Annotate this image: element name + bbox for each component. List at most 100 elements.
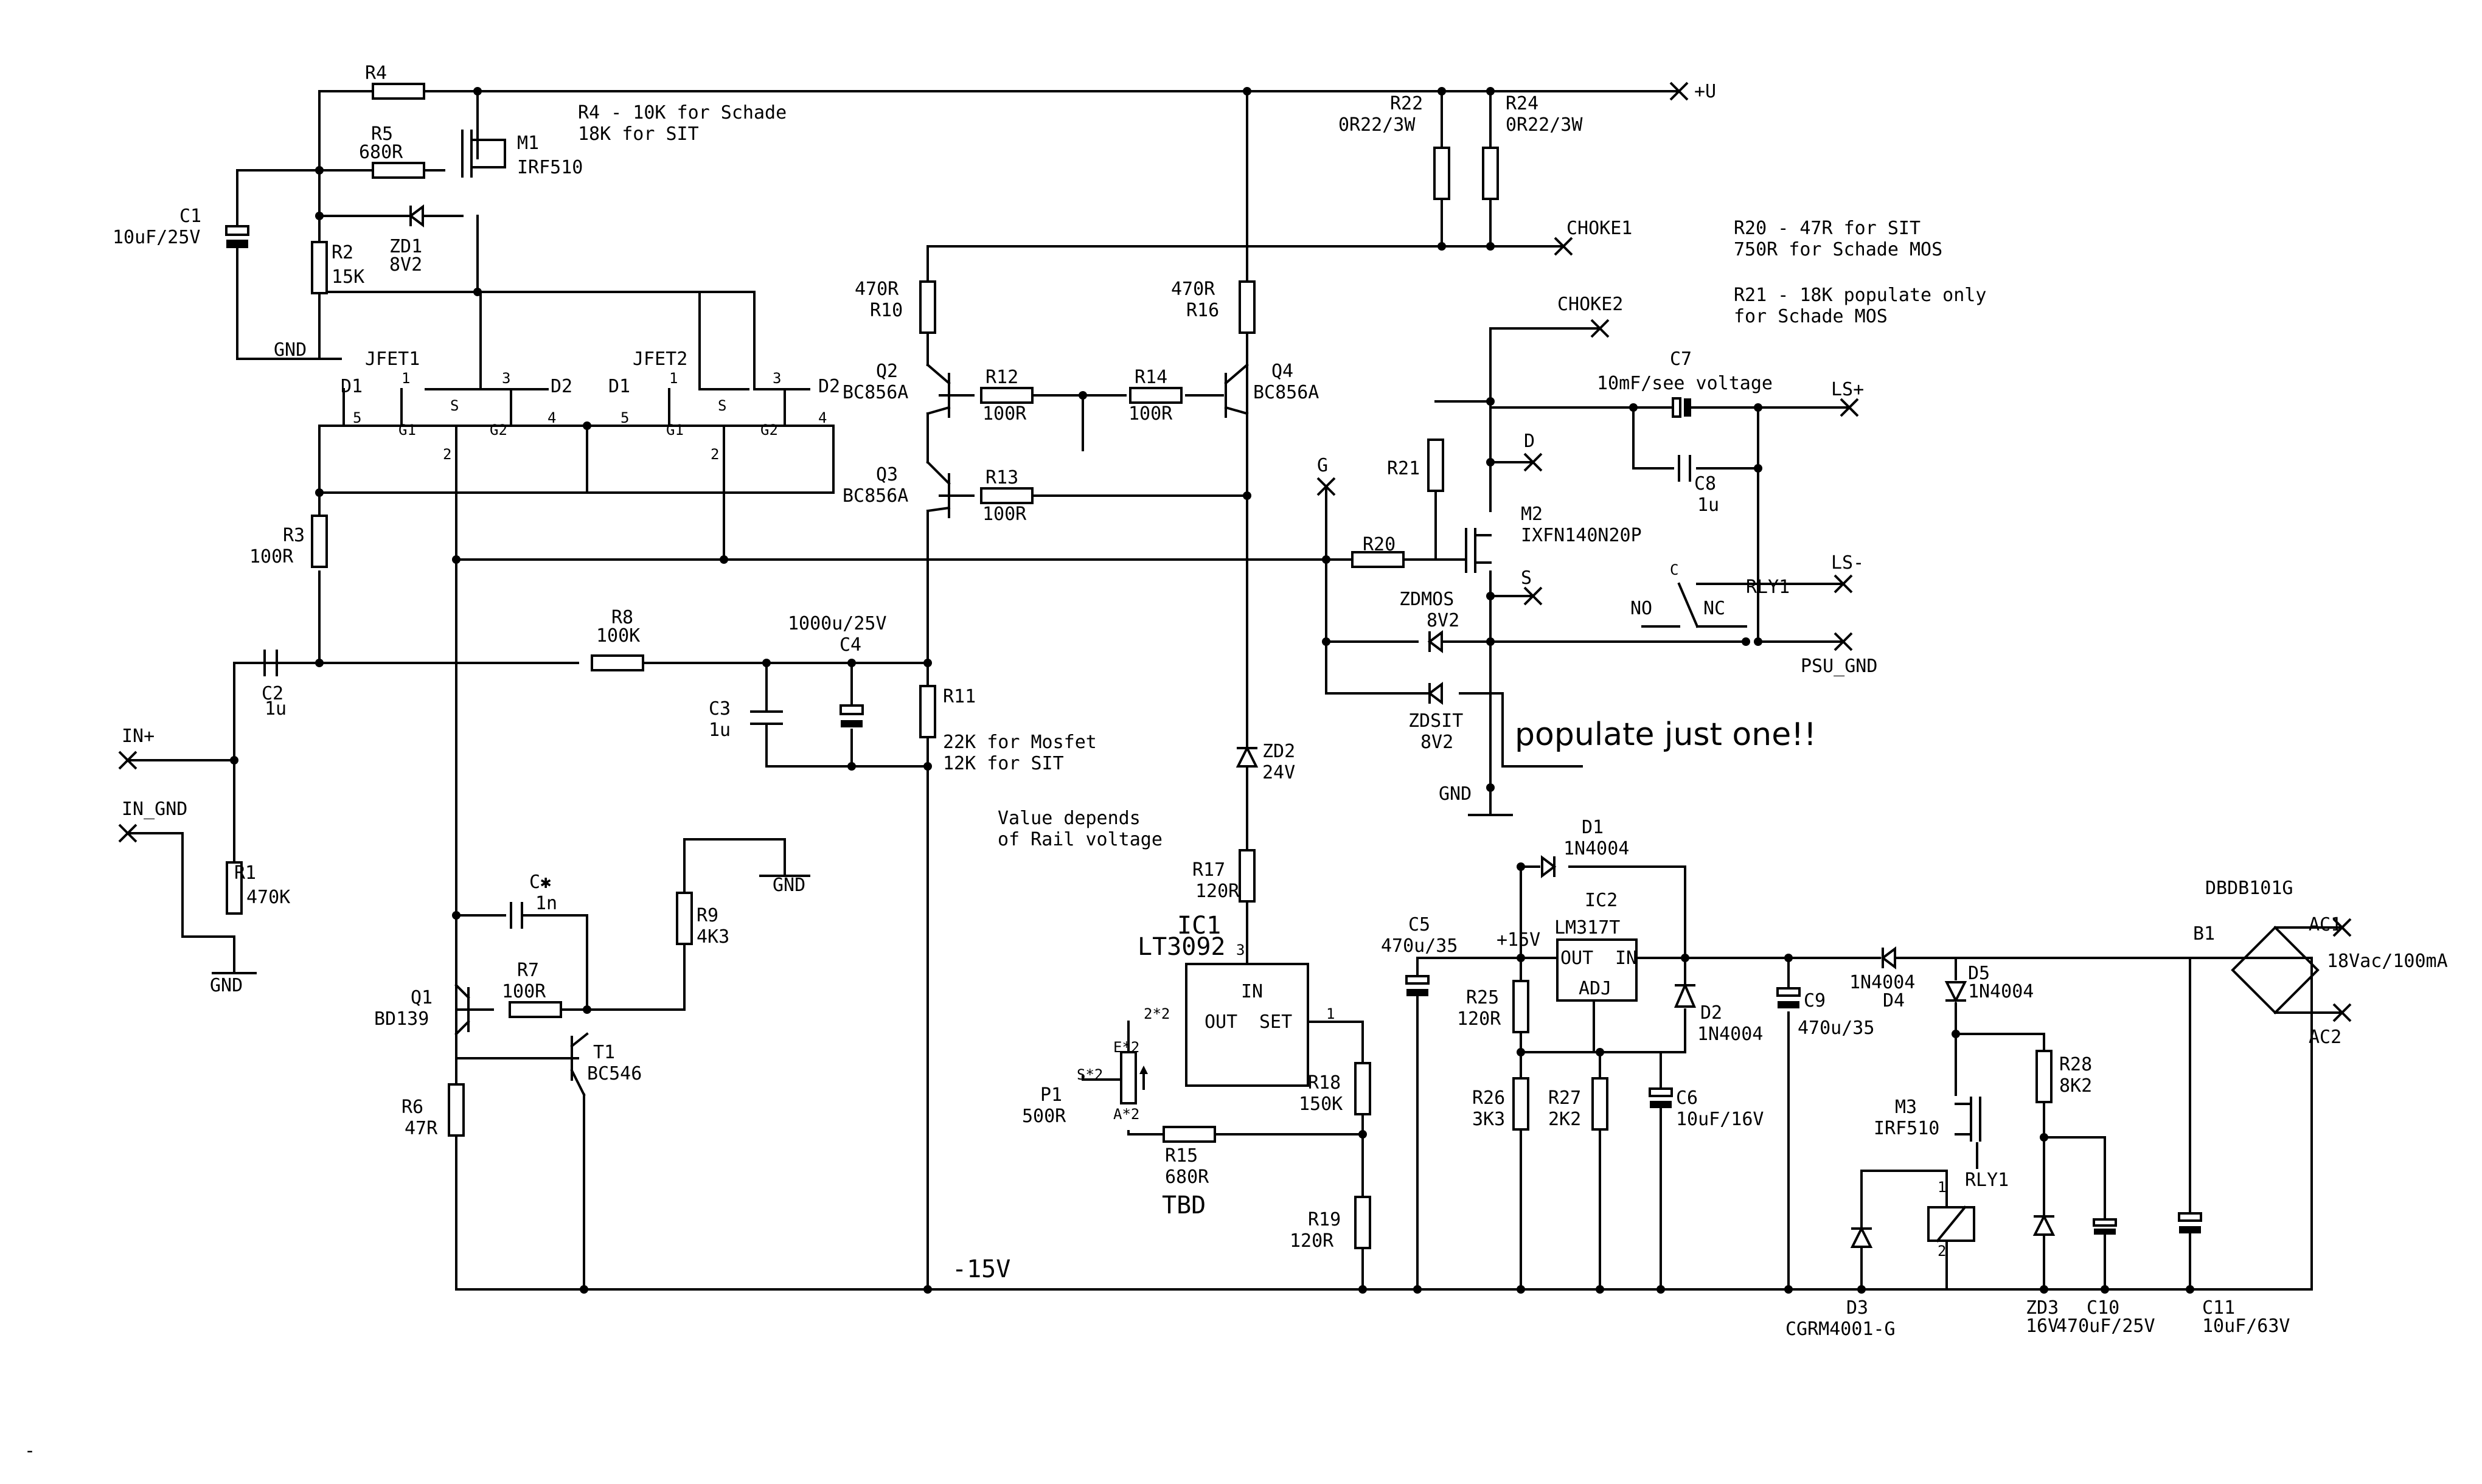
d3-body — [1850, 1226, 1873, 1254]
r3-body — [311, 515, 328, 568]
jfet1-ref: JFET1 — [365, 348, 420, 370]
gnd-label-2: GND — [210, 975, 243, 996]
c11-value: 10uF/63V — [2202, 1316, 2290, 1337]
in-plus-label: IN+ — [122, 726, 155, 747]
r19-body — [1354, 1196, 1371, 1249]
m1-ref: M1 — [517, 133, 539, 154]
c6-body — [1649, 1087, 1673, 1120]
r25-ref: R25 — [1466, 987, 1499, 1008]
jfet1-pin5: 5 — [353, 409, 361, 426]
m2-symbol — [1434, 528, 1492, 573]
minus15-label: -15V — [952, 1255, 1010, 1283]
r6-value: 47R — [405, 1118, 438, 1139]
r8-body — [591, 654, 644, 671]
t1-ref: T1 — [593, 1042, 615, 1063]
zd2-note-2: of Rail voltage — [998, 829, 1163, 850]
ls-minus-label: LS- — [1831, 552, 1864, 574]
q4-ref: Q4 — [1271, 361, 1293, 382]
c2-ref: C2 — [262, 683, 283, 704]
r22-value: 0R22/3W — [1338, 114, 1416, 136]
c3-value: 1u — [709, 719, 731, 741]
q2-value: BC856A — [843, 382, 908, 403]
r10-body — [919, 280, 936, 334]
zdsit-body — [1427, 682, 1443, 705]
jfet2-d1: D1 — [608, 376, 630, 397]
m3-symbol — [1955, 1097, 1981, 1142]
c3-body — [750, 662, 783, 768]
r9-body — [676, 892, 693, 945]
b1-ref: B1 — [2193, 923, 2215, 945]
r13-body — [980, 487, 1034, 504]
q1-symbol — [454, 983, 470, 1036]
c10-value: 470uF/25V — [2056, 1316, 2155, 1337]
r5-value: 680R — [359, 142, 403, 163]
jfet2-pin2: 2 — [711, 446, 719, 463]
p1-e-pin: E*2 — [1113, 1039, 1139, 1056]
q3-ref: Q3 — [876, 464, 898, 485]
r2-value: 15K — [332, 266, 364, 288]
d3-ref: D3 — [1846, 1297, 1868, 1319]
r3-value: 100R — [249, 546, 294, 567]
jfet2-pin1: 1 — [669, 370, 678, 387]
corner-dash: - — [24, 1440, 35, 1461]
r17-value: 120R — [1195, 881, 1240, 902]
jfet2-d2: D2 — [818, 376, 840, 397]
r18-value: 150K — [1299, 1094, 1343, 1115]
c5-ref: C5 — [1408, 914, 1430, 935]
r6-body — [448, 1083, 465, 1137]
ic2-ref: IC2 — [1585, 890, 1618, 911]
s-label: S — [1521, 567, 1532, 589]
r8-ref: R8 — [611, 607, 633, 628]
q1-value: BD139 — [374, 1008, 429, 1030]
d-label: D — [1524, 431, 1535, 452]
c7-ref: C7 — [1670, 348, 1692, 370]
ac1-label: AC1 — [2309, 914, 2341, 935]
c4-value: 1000u/25V — [788, 613, 887, 634]
r11-ref: R11 — [943, 686, 976, 707]
r4-note-2: 18K for SIT — [578, 123, 699, 145]
rly1-contact — [1641, 582, 1747, 628]
jfet2-pin5: 5 — [620, 409, 629, 426]
r13-ref: R13 — [985, 467, 1018, 488]
c7-body — [1672, 397, 1691, 418]
zd3-value: 16V — [2026, 1316, 2059, 1337]
r17-body — [1239, 849, 1256, 903]
r21-note-1: R21 - 18K populate only — [1734, 285, 1986, 306]
zdsit-ref: ZDSIT — [1408, 710, 1463, 732]
jfet1-symbol — [376, 388, 537, 436]
rly1-coil-pin1: 1 — [1938, 1179, 1946, 1196]
r28-body — [2035, 1050, 2053, 1103]
r4-ref: R4 — [365, 63, 387, 84]
labels: R4 R5 680R M1 IRF510 R4 - 10K for Schade… — [24, 63, 2448, 1461]
c8-ref: C8 — [1694, 473, 1716, 494]
zd2-body — [1236, 745, 1259, 780]
r7-body — [509, 1001, 562, 1018]
jfet2-s: S — [718, 397, 726, 414]
r4-note-1: R4 - 10K for Schade — [578, 102, 787, 123]
junction-dots — [230, 87, 2194, 1294]
r14-ref: R14 — [1135, 367, 1167, 388]
in-gnd-label: IN_GND — [122, 799, 187, 820]
ic2-out: OUT — [1560, 948, 1593, 969]
r17-ref: R17 — [1192, 859, 1225, 881]
ic1-set: SET — [1259, 1011, 1292, 1033]
ic1-ref: IC1 — [1177, 912, 1221, 940]
c9-ref: C9 — [1804, 990, 1826, 1011]
rly1-coil-pin2: 2 — [1938, 1243, 1946, 1260]
c1-body — [225, 218, 249, 269]
zd2-note-1: Value depends — [998, 808, 1141, 829]
zd1-body — [408, 204, 424, 227]
d2-value: 1N4004 — [1697, 1024, 1763, 1045]
d3-value: CGRM4001-G — [1785, 1319, 1896, 1340]
r7-value: 100R — [502, 981, 546, 1002]
r11-value-2: 12K for SIT — [943, 753, 1064, 774]
ic2-box — [1556, 938, 1638, 1002]
r1-value: 470K — [246, 887, 290, 908]
r22-body — [1433, 147, 1450, 200]
psu-gnd-label: PSU_GND — [1801, 656, 1877, 677]
r26-ref: R26 — [1472, 1087, 1505, 1109]
r15-ref: R15 — [1165, 1145, 1198, 1167]
rly1-c-pin: C — [1670, 561, 1678, 578]
p1-s-pin: S*2 — [1077, 1066, 1103, 1083]
jfet2-g2: G2 — [760, 421, 778, 439]
